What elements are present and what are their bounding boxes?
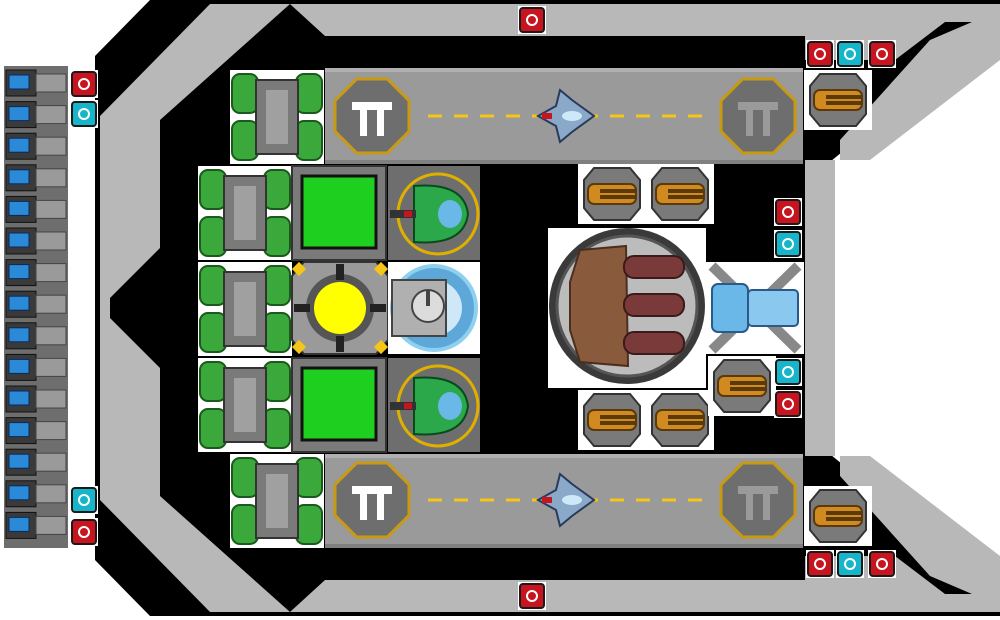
gun-turret-icon[interactable] (804, 486, 872, 546)
hangar-pad-icon[interactable] (719, 461, 797, 539)
cyan-module-icon[interactable] (836, 550, 864, 578)
red-module-icon[interactable] (868, 40, 896, 68)
red-module-icon[interactable] (806, 40, 834, 68)
missile-turret-icon[interactable] (388, 166, 480, 260)
blue-thruster-icon (5, 480, 67, 508)
gun-turret-icon[interactable] (578, 390, 646, 450)
fighter-ship-icon[interactable] (535, 88, 596, 144)
hangar-pad-icon[interactable] (719, 77, 797, 155)
shield-generator[interactable] (388, 262, 480, 354)
gun-turrets (578, 70, 872, 546)
blue-thruster-icon (5, 227, 67, 255)
cyan-module-icon[interactable] (70, 486, 98, 514)
cyan-module-icon[interactable] (836, 40, 864, 68)
green-engine-icon[interactable] (198, 166, 292, 260)
red-module-icon[interactable] (806, 550, 834, 578)
heavy-cannon[interactable] (548, 228, 706, 388)
red-module-icon[interactable] (70, 70, 98, 98)
green-engine-icon[interactable] (198, 262, 292, 356)
blue-thruster-icon (5, 69, 67, 97)
green-engine-icon[interactable] (230, 70, 324, 164)
blue-thruster-icon (5, 385, 67, 413)
thruster-group (5, 69, 67, 539)
blue-thruster-icon (5, 132, 67, 160)
blue-thruster-icon (5, 448, 67, 476)
hangar-pad-icon[interactable] (333, 461, 411, 539)
small-modules (70, 6, 896, 610)
blue-thruster-icon (5, 417, 67, 445)
red-module-icon[interactable] (518, 6, 546, 34)
blue-thruster-icon (5, 353, 67, 381)
red-module-icon[interactable] (518, 582, 546, 610)
reactor-core[interactable] (291, 261, 389, 355)
red-module-icon[interactable] (774, 390, 802, 418)
cyan-module-icon[interactable] (774, 230, 802, 258)
gun-turret-icon[interactable] (646, 390, 714, 450)
red-module-icon[interactable] (70, 518, 98, 546)
gun-turret-icon[interactable] (646, 164, 714, 224)
green-engine-icon[interactable] (198, 358, 292, 452)
hangar-pad-icon[interactable] (333, 77, 411, 155)
cyan-module-icon[interactable] (774, 358, 802, 386)
blue-thruster-icon (5, 322, 67, 350)
gun-turret-icon[interactable] (578, 164, 646, 224)
blue-thruster-icon (5, 511, 67, 539)
capacitor-bottom[interactable] (291, 357, 387, 453)
cyan-module-icon[interactable] (70, 100, 98, 128)
fighters (535, 88, 596, 528)
red-module-icon[interactable] (774, 198, 802, 226)
fighter-ship-icon[interactable] (535, 472, 596, 528)
gun-turret-icon[interactable] (804, 70, 872, 130)
blue-thruster-icon (5, 195, 67, 223)
blue-thruster-icon (5, 101, 67, 129)
capacitor-top[interactable] (291, 165, 387, 261)
missile-turrets (388, 166, 480, 452)
missile-turret-icon[interactable] (388, 358, 480, 452)
blue-thruster[interactable] (706, 262, 804, 354)
red-module-icon[interactable] (868, 550, 896, 578)
gun-turret-icon[interactable] (708, 356, 776, 416)
blue-thruster-icon (5, 164, 67, 192)
hangar-pads (333, 77, 797, 539)
blue-thruster-icon (5, 259, 67, 287)
blue-thruster-icon (5, 290, 67, 318)
green-engines (198, 70, 324, 548)
green-engine-icon[interactable] (230, 454, 324, 548)
